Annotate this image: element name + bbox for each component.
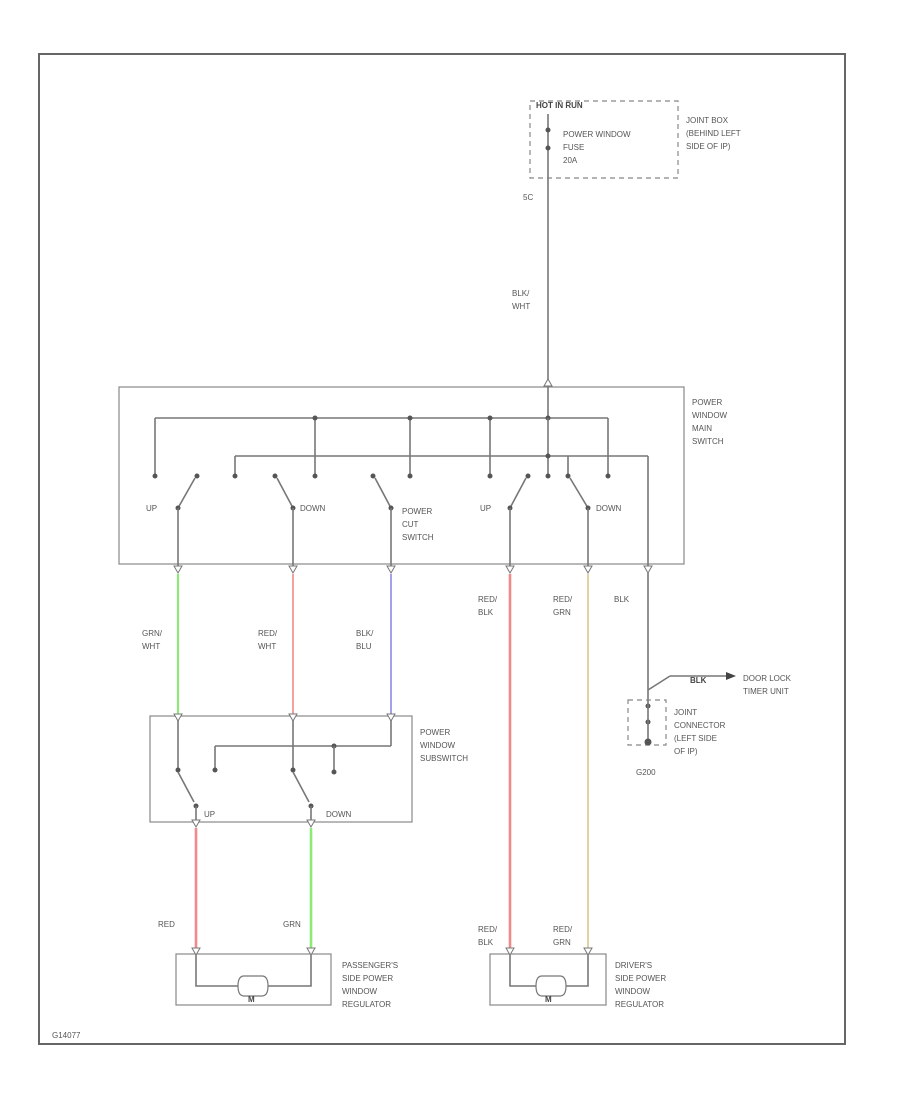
wire-blk-blu-label-1: BLK/ <box>356 629 374 638</box>
power-cut-contact <box>374 477 392 509</box>
power-window-main-switch: POWER WINDOW MAIN SWITCH <box>118 386 728 575</box>
passenger-regulator-label-1: PASSENGER'S <box>342 961 398 970</box>
cut-switch-label-3: SWITCH <box>402 533 434 542</box>
wire-red-blk-label-1: RED/ <box>478 595 498 604</box>
wire-grn-wht-label-1: GRN/ <box>142 629 163 638</box>
wire-red-grn-label-1: RED/ <box>553 595 573 604</box>
fuse-location-line-3: SIDE OF IP) <box>686 142 731 151</box>
right-down-contact <box>569 477 589 509</box>
wire-red-blk-low-label-1: RED/ <box>478 925 498 934</box>
fuse-name-line-1: POWER WINDOW <box>563 130 631 139</box>
main-feed-wire-label-1: BLK/ <box>512 289 530 298</box>
main-switch-label-3: MAIN <box>692 424 712 433</box>
door-lock-timer-label-2: TIMER UNIT <box>743 687 789 696</box>
main-switch-outline <box>118 386 685 565</box>
fuse-joint-box: HOT IN RUN POWER WINDOW FUSE 20A JOINT B… <box>523 100 741 202</box>
diagram-frame <box>38 53 846 1045</box>
door-lock-arrow-icon <box>726 672 736 680</box>
sub-down-contact <box>292 771 310 803</box>
main-feed-wire-label-2: WHT <box>512 302 530 311</box>
fuse-dot-top <box>545 127 551 133</box>
driver-regulator-outline <box>489 953 607 1006</box>
subswitch-label-1: POWER <box>420 728 450 737</box>
wire-red-label: RED <box>158 920 175 929</box>
sub-up-contact <box>177 771 195 803</box>
cut-switch-label-1: POWER <box>402 507 432 516</box>
joint-connector-label-1: JOINT <box>674 708 697 717</box>
fuse-dot-bottom <box>545 145 551 151</box>
fuse-location-line-1: JOINT BOX <box>686 116 729 125</box>
fuse-name-line-2: FUSE <box>563 143 584 152</box>
passenger-regulator-label-4: REGULATOR <box>342 1000 391 1009</box>
driver-motor-label: M <box>545 995 552 1004</box>
door-lock-timer-label-1: DOOR LOCK <box>743 674 792 683</box>
main-switch-label-2: WINDOW <box>692 411 728 420</box>
left-up-contact <box>177 477 196 509</box>
main-switch-label-4: SWITCH <box>692 437 724 446</box>
left-down-label: DOWN <box>300 504 326 513</box>
fuse-location-line-2: (BEHIND LEFT <box>686 129 741 138</box>
wire-red-grn-label-2: GRN <box>553 608 571 617</box>
passenger-motor-label: M <box>248 995 255 1004</box>
passenger-regulator-outline <box>175 953 332 1006</box>
sub-up-label: UP <box>204 810 215 819</box>
fuse-name-line-3: 20A <box>563 156 578 165</box>
figure-id: G14077 <box>52 1031 81 1040</box>
passenger-window-regulator: M PASSENGER'S SIDE POWER WINDOW REGULATO… <box>175 947 398 1009</box>
subswitch-outline <box>149 715 413 823</box>
driver-window-regulator: M DRIVER'S SIDE POWER WINDOW REGULATOR <box>489 947 666 1009</box>
right-up-label: UP <box>480 504 491 513</box>
wire-red-grn-low-label-2: GRN <box>553 938 571 947</box>
wire-red-grn-low-label-1: RED/ <box>553 925 573 934</box>
driver-motor-icon <box>535 975 567 997</box>
wire-grn-wht-label-2: WHT <box>142 642 160 651</box>
wire-red-blk-label-2: BLK <box>478 608 494 617</box>
fuse-header: HOT IN RUN <box>536 101 583 110</box>
passenger-regulator-label-2: SIDE POWER <box>342 974 393 983</box>
subswitch-label-3: SUBSWITCH <box>420 754 468 763</box>
wire-blk-label: BLK <box>614 595 630 604</box>
passenger-motor-icon <box>237 975 269 997</box>
right-up-contact <box>509 477 527 509</box>
subswitch-label-2: WINDOW <box>420 741 456 750</box>
right-down-label: DOWN <box>596 504 622 513</box>
left-down-contact <box>276 477 294 509</box>
ground-point <box>644 738 652 746</box>
wire-red-blk-low-label-2: BLK <box>478 938 494 947</box>
power-window-subswitch: POWER WINDOW SUBSWITCH UP DOWN <box>149 713 468 829</box>
joint-connector: BLK DOOR LOCK TIMER UNIT JOINT CONNECTOR… <box>627 573 792 777</box>
fuse-pin-label: 5C <box>523 193 533 202</box>
joint-connector-label-4: OF IP) <box>674 747 698 756</box>
main-switch-label-1: POWER <box>692 398 722 407</box>
main-switch-input-terminal <box>543 377 553 387</box>
wire-blk-timer-label: BLK <box>690 676 707 685</box>
driver-regulator-label-3: WINDOW <box>615 987 651 996</box>
wire-red-wht-label-2: WHT <box>258 642 276 651</box>
driver-regulator-label-4: REGULATOR <box>615 1000 664 1009</box>
driver-regulator-label-2: SIDE POWER <box>615 974 666 983</box>
left-up-label: UP <box>146 504 157 513</box>
passenger-regulator-label-3: WINDOW <box>342 987 378 996</box>
sub-down-label: DOWN <box>326 810 352 819</box>
joint-connector-label-2: CONNECTOR <box>674 721 726 730</box>
wire-blk-blu-label-2: BLU <box>356 642 372 651</box>
wire-red-wht-label-1: RED/ <box>258 629 278 638</box>
cut-switch-label-2: CUT <box>402 520 419 529</box>
wire-grn-label: GRN <box>283 920 301 929</box>
driver-regulator-label-1: DRIVER'S <box>615 961 652 970</box>
fuse-box-outline <box>529 100 679 179</box>
joint-connector-label-3: (LEFT SIDE <box>674 734 717 743</box>
ground-label: G200 <box>636 768 656 777</box>
